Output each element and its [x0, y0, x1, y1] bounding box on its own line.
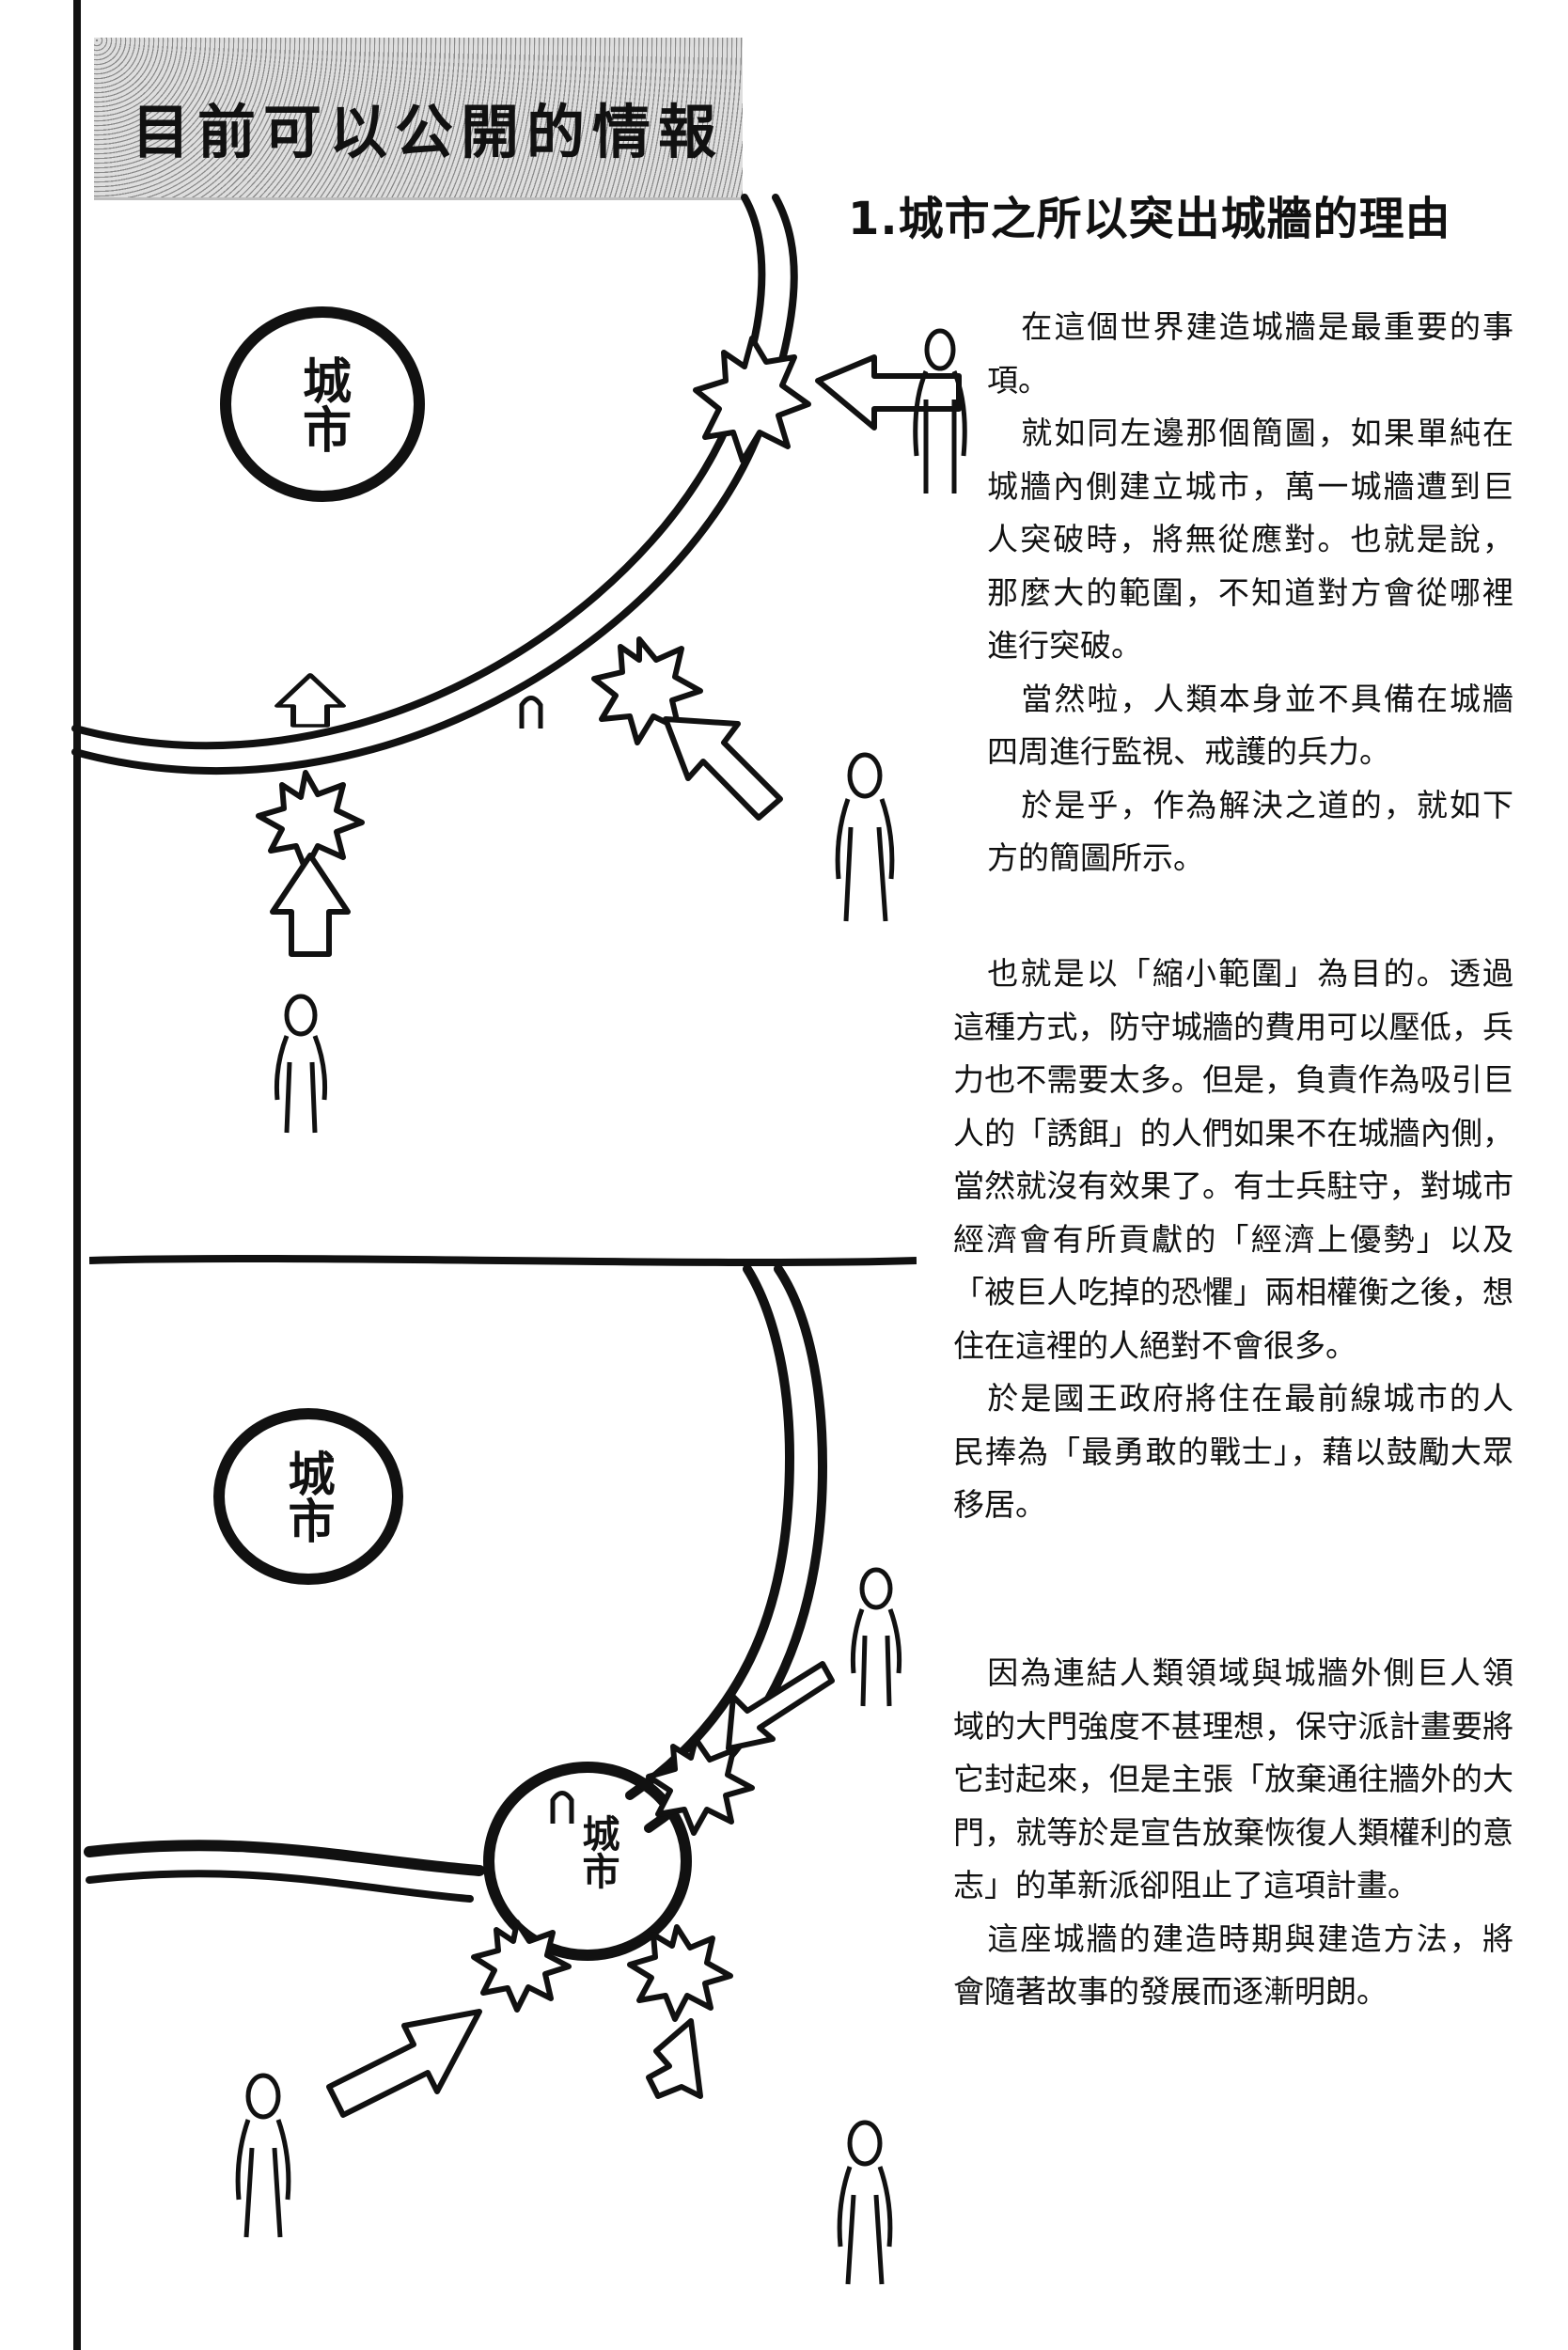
paragraph-block-gate: 因為連結人類領域與城牆外側巨人領域的大門強度不甚理想，保守派計畫要將它封起來，但…	[953, 1647, 1513, 2019]
top-diagram: 城市	[71, 194, 967, 1134]
arrow-diagonal-icon	[663, 716, 783, 821]
paragraph: 於是國王政府將住在最前線城市的人民捧為「最勇敢的戰士」，藉以鼓勵大眾移居。	[953, 1380, 1513, 1523]
impact-burst-icon	[646, 1736, 755, 1836]
person-icon	[850, 1567, 902, 1707]
person-icon	[235, 2073, 291, 2238]
person-icon	[274, 994, 328, 1134]
person-icon	[913, 328, 967, 494]
panel-divider	[89, 1254, 917, 1267]
paragraph-block-intro: 在這個世界建造城牆是最重要的事項。 就如同左邊那個簡圖，如果單純在城牆內側建立城…	[987, 301, 1513, 885]
paragraph: 當然啦，人類本身並不具備在城牆四周進行監視、戒護的兵力。	[987, 680, 1513, 771]
paragraph: 就如同左邊那個簡圖，如果單純在城牆內側建立城市，萬一城牆遭到巨人突破時，將無從應…	[987, 415, 1513, 664]
impact-burst-icon	[627, 1924, 733, 2022]
bottom-wall-inner	[86, 1870, 474, 1903]
bottom-diagram: 城市 城市	[84, 1264, 902, 2285]
page-border-line	[73, 0, 81, 2350]
arrow-diagonal-icon	[326, 2009, 482, 2118]
paragraph: 於是乎，作為解決之道的，就如下方的簡圖所示。	[987, 786, 1513, 877]
arrow-up-icon	[274, 673, 346, 728]
paragraph: 在這個世界建造城牆是最重要的事項。	[987, 308, 1513, 399]
person-icon	[835, 752, 895, 922]
impact-burst-icon	[591, 636, 703, 745]
top-wall-outer	[71, 194, 766, 749]
paragraph: 也就是以「縮小範圍」為目的。透過這種方式，防守城牆的費用可以壓低，兵力也不需要太…	[953, 955, 1513, 1364]
impact-burst-icon	[471, 1919, 572, 2013]
paragraph: 因為連結人類領域與城牆外側巨人領域的大門強度不甚理想，保守派計畫要將它封起來，但…	[953, 1654, 1513, 1904]
arrow-diagonal-icon	[726, 1661, 835, 1751]
top-city-circle	[220, 306, 425, 502]
top-wall-inner	[71, 194, 798, 775]
bottom-wall-outer	[84, 1840, 485, 1876]
header-banner: 目前可以公開的情報	[94, 38, 743, 200]
bottom-city-circle	[213, 1408, 403, 1585]
gate-icon	[519, 696, 543, 728]
impact-burst-icon	[693, 336, 811, 463]
district-label: 城市	[576, 1814, 620, 1889]
bottom-wall-arc-outer	[625, 1264, 795, 1800]
paragraph-block-reduction: 也就是以「縮小範圍」為目的。透過這種方式，防守城牆的費用可以壓低，兵力也不需要太…	[953, 948, 1513, 1532]
gate-icon	[550, 1791, 574, 1824]
district-wall	[483, 1762, 692, 1961]
arrow-diagonal-icon	[646, 2018, 703, 2099]
header-title: 目前可以公開的情報	[132, 98, 725, 166]
top-city-label: 城市	[294, 355, 352, 453]
bottom-city-label: 城市	[281, 1449, 337, 1543]
arrow-up-icon	[270, 853, 351, 957]
section-heading: 1.城市之所以突出城牆的理由	[848, 193, 1451, 245]
person-icon	[837, 2120, 893, 2285]
paragraph: 這座城牆的建造時期與建造方法，將會隨著故事的發展而逐漸明朗。	[953, 1919, 1513, 2011]
